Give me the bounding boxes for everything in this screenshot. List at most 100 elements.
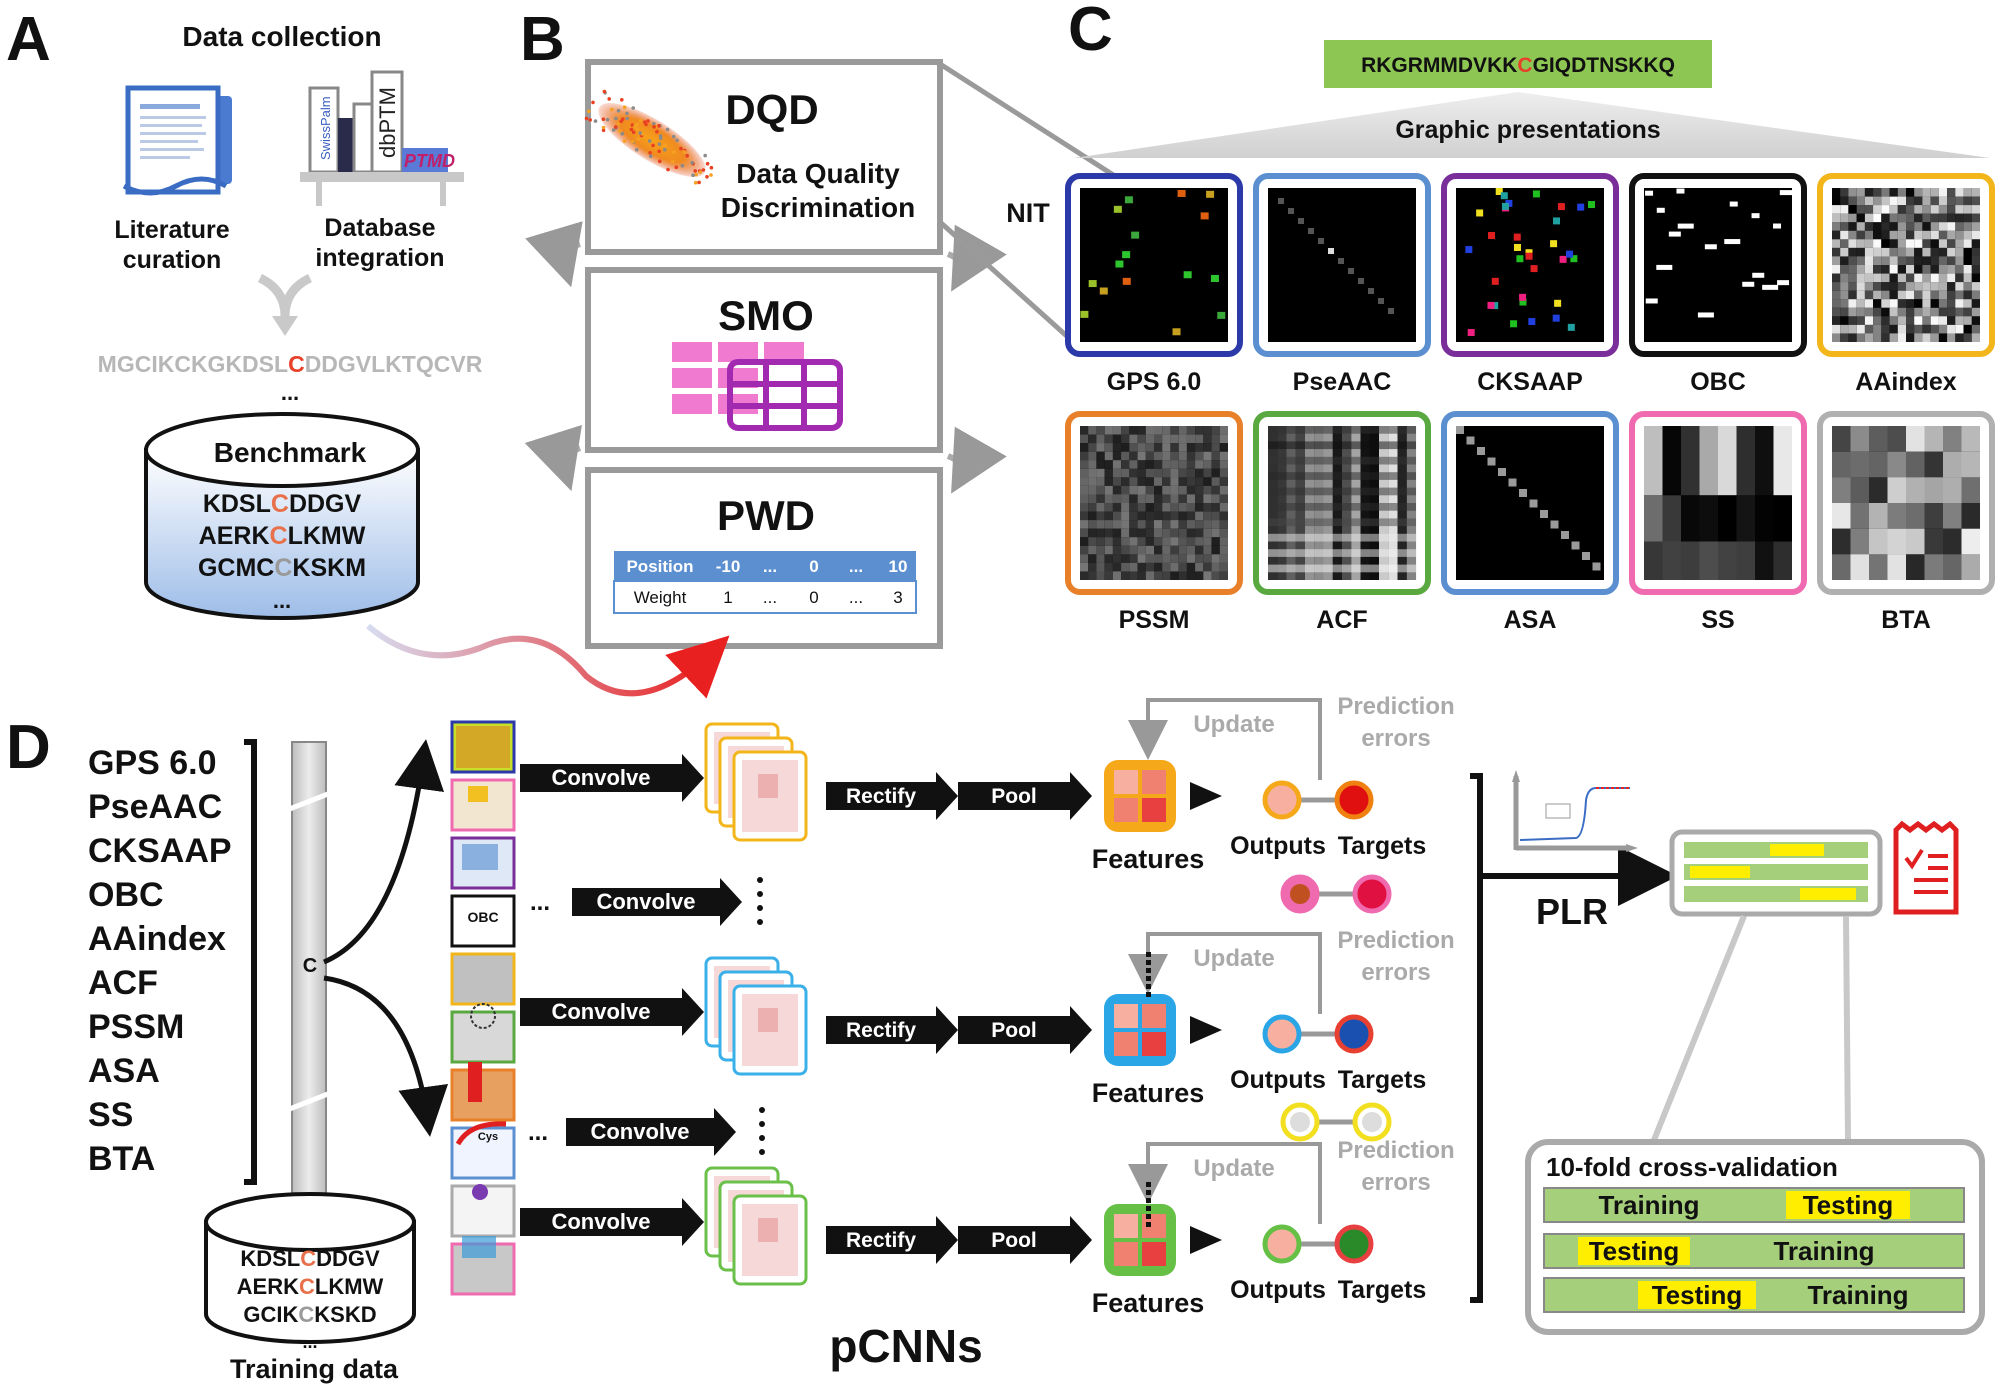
targets-label: Targets: [1338, 832, 1426, 860]
pwd-cell: ...: [763, 557, 777, 576]
nit-pixel: [1850, 477, 1869, 503]
nit-pixel: [1704, 244, 1717, 250]
scatter-dot: [616, 108, 621, 113]
nit-pixel: [1195, 503, 1204, 512]
nit-pixel: [1856, 324, 1865, 334]
nit-pixel: [1592, 562, 1601, 571]
nit-pixel: [1922, 265, 1931, 274]
nit-pixel: [1154, 520, 1163, 529]
nit-pixel: [1219, 477, 1228, 486]
nit-pixel: [1096, 451, 1105, 461]
nit-pixel: [1930, 324, 1939, 334]
feature-node-cell: [1142, 1032, 1166, 1056]
nit-pixel: [1186, 434, 1196, 444]
nit-pixel: [1947, 324, 1956, 334]
nit-pixel: [1881, 316, 1890, 325]
nit-pixel: [1145, 520, 1154, 529]
nit-pixel: [1137, 426, 1146, 435]
nit-pixel: [1466, 436, 1475, 445]
nit-pixel: [1129, 477, 1138, 486]
nit-pixel: [1268, 549, 1416, 557]
nit-pixel: [1906, 196, 1915, 206]
nit-pixel: [1129, 520, 1138, 529]
nit-pixel: [1873, 247, 1882, 257]
nit-pixel: [1195, 511, 1204, 521]
nit-pixel: [1195, 477, 1204, 486]
nit-pixel: [1154, 485, 1163, 495]
nit-pixel: [1088, 451, 1097, 461]
nit-pixel: [1645, 298, 1658, 304]
nit-pixel: [1897, 213, 1906, 223]
nit-pixel: [1112, 443, 1122, 452]
literature-label: Literature: [114, 216, 229, 244]
nit-pixel: [1848, 188, 1857, 197]
nit-pixel: [1955, 333, 1964, 342]
nit-pixel: [1566, 250, 1574, 258]
nit-pixel: [1378, 298, 1384, 304]
nit-pixel: [1178, 511, 1187, 521]
nit-pixel: [1178, 494, 1187, 503]
nit-pixel: [1848, 230, 1857, 240]
nit-pixel: [1195, 528, 1204, 538]
feature-list: GPS 6.0PseAACCKSAAPOBCAAindexACFPSSMASAS…: [88, 744, 232, 1178]
nit-pixel: [1211, 520, 1220, 529]
nit-pixel: [1137, 477, 1146, 486]
nit-pixel: [1943, 528, 1962, 555]
nit-pixel: [1881, 324, 1890, 334]
nit-pixel: [1268, 472, 1416, 480]
thumb-detail: [472, 1184, 488, 1200]
scatter-dot: [636, 137, 640, 141]
nit-pixel: [1832, 273, 1841, 283]
nit-pixel: [1897, 222, 1906, 231]
nit-pixel: [1752, 272, 1765, 278]
nit-pixel: [1887, 503, 1906, 529]
nit-pixel: [1162, 520, 1171, 529]
nit-pixel: [1358, 278, 1364, 284]
nit-pixel: [1832, 213, 1841, 223]
nit-pixel: [1154, 443, 1163, 452]
pwd-title: PWD: [717, 492, 815, 539]
nit-pixel: [1121, 460, 1130, 469]
nit-pixel: [1971, 196, 1980, 206]
pipeline-arrow-label: Convolve: [596, 889, 695, 914]
prediction-errors-label: Prediction: [1337, 1137, 1454, 1164]
nit-tile-label: CKSAAP: [1477, 368, 1583, 396]
nit-pixel: [1104, 477, 1113, 486]
output-node-core: [1290, 1112, 1310, 1132]
scatter-dot: [644, 122, 648, 127]
nit-pixel: [1145, 451, 1154, 461]
nit-pixel: [1897, 196, 1906, 206]
nit-pixel: [1873, 230, 1882, 240]
nit-pixel: [1922, 299, 1931, 308]
nit-pixel: [1914, 188, 1923, 197]
benchmark-rows: KDSLCDDGVAERKCLKMWGCMCCKSKM...: [198, 490, 366, 613]
nit-pixel: [1178, 520, 1187, 529]
nit-pixel: [1930, 273, 1939, 283]
nit-pixel: [1137, 571, 1146, 580]
nit-pixel: [1856, 290, 1865, 300]
vertical-ellipsis: [759, 1149, 765, 1155]
nit-pixel: [1955, 316, 1964, 325]
nit-pixel: [1971, 307, 1980, 317]
scatter-dot: [601, 117, 606, 121]
thumb-detail: [470, 1003, 496, 1029]
nit-pixel: [1088, 280, 1097, 288]
nit-pixel: [1699, 541, 1718, 580]
pipeline-arrow-label: Convolve: [551, 765, 650, 790]
pwd-cell: Weight: [634, 588, 687, 607]
nit-pixel: [1554, 299, 1562, 307]
nit-pixel: [1170, 468, 1179, 478]
literature-label-2: curation: [123, 246, 222, 274]
nit-pixel: [1881, 247, 1890, 257]
output-node-core: [1290, 884, 1310, 904]
nit-pixel: [1508, 478, 1517, 487]
nit-pixel: [1971, 188, 1980, 197]
nit-pixel: [1840, 230, 1849, 240]
pwd-cell: ...: [763, 588, 777, 607]
scatter-dot: [663, 147, 667, 152]
nit-pixel: [1906, 282, 1915, 291]
nit-pixel: [1881, 290, 1890, 300]
nit-pixel: [1869, 554, 1888, 580]
nit-pixel: [1963, 316, 1972, 325]
nit-pixel: [1777, 280, 1790, 286]
